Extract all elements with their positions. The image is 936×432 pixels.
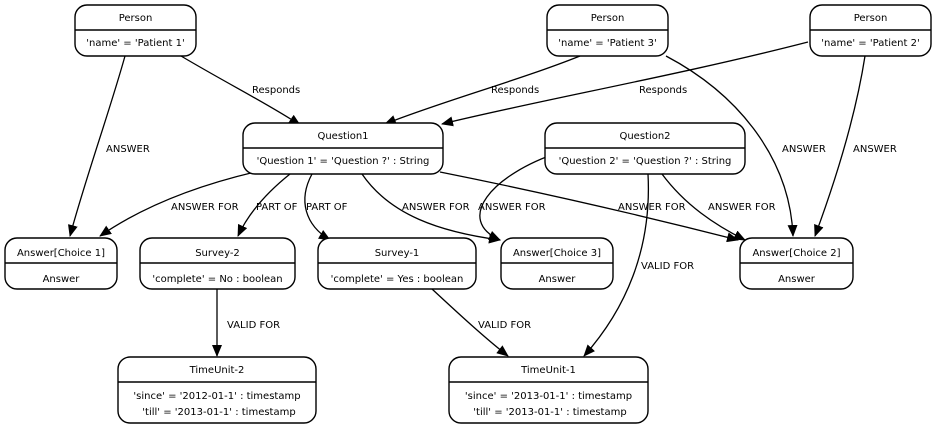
node-person-patient-1[interactable]: Person 'name' = 'Patient 1' — [74, 4, 197, 57]
edge-q1-a2: ANSWER FOR — [439, 171, 739, 243]
node-title: TimeUnit-1 — [520, 365, 576, 376]
node-property: 'complete' = Yes : boolean — [331, 274, 464, 285]
edge-s2-t2: VALID FOR — [212, 289, 280, 357]
edge-q1-s2: PART OF — [237, 173, 298, 237]
edge-q2-a2-left: ANSWER FOR — [661, 173, 776, 241]
node-title: Person — [591, 13, 625, 24]
edge-s1-t1: VALID FOR — [431, 288, 531, 357]
edge-label: ANSWER FOR — [478, 202, 546, 213]
edge-label: ANSWER — [782, 144, 826, 155]
node-survey-2[interactable]: Survey-2 'complete' = No : boolean — [139, 237, 296, 290]
node-title: Question1 — [317, 131, 368, 142]
edge-p2-a2: ANSWER — [814, 55, 897, 237]
node-survey-1[interactable]: Survey-1 'complete' = Yes : boolean — [317, 237, 477, 290]
node-title: Person — [854, 13, 888, 24]
node-property: 'since' = '2012-01-1' : timestamp — [133, 391, 300, 402]
node-question2[interactable]: Question2 'Question 2' = 'Question ?' : … — [544, 122, 746, 175]
edge-q2-a3: ANSWER FOR — [478, 151, 561, 241]
node-title: Question2 — [619, 131, 670, 142]
edge-label: VALID FOR — [478, 320, 531, 331]
node-title: Answer[Choice 1] — [17, 248, 105, 259]
node-title: Answer[Choice 2] — [752, 248, 840, 259]
edge-p1-a1: ANSWER — [68, 55, 150, 237]
node-property: Answer — [778, 274, 816, 285]
edge-label: ANSWER FOR — [618, 202, 686, 213]
edge-q2-t1: VALID FOR — [583, 173, 694, 357]
edge-label: PART OF — [256, 202, 298, 213]
edge-p3-a2: ANSWER — [665, 55, 826, 237]
node-property: 'name' = 'Patient 1' — [86, 38, 184, 49]
edge-q1-a3: ANSWER FOR — [361, 173, 501, 244]
node-answer-choice-2[interactable]: Answer[Choice 2] Answer — [739, 237, 854, 290]
edge-label: PART OF — [306, 202, 348, 213]
node-timeunit-2[interactable]: TimeUnit-2 'since' = '2012-01-1' : times… — [117, 356, 317, 424]
node-title: TimeUnit-2 — [189, 365, 245, 376]
node-property: 'since' = '2013-01-1' : timestamp — [465, 391, 632, 402]
node-person-patient-2[interactable]: Person 'name' = 'Patient 2' — [809, 4, 932, 57]
node-answer-choice-3[interactable]: Answer[Choice 3] Answer — [500, 237, 614, 290]
node-title: Person — [119, 13, 153, 24]
edge-label: ANSWER FOR — [708, 202, 776, 213]
edge-label: ANSWER FOR — [402, 202, 470, 213]
edge-label: VALID FOR — [227, 320, 280, 331]
node-property: 'till' = '2013-01-1' : timestamp — [142, 407, 295, 418]
edge-label: VALID FOR — [641, 261, 694, 272]
edge-q1-s1: PART OF — [304, 173, 348, 241]
edge-p3-q1: Responds — [384, 55, 581, 125]
edge-p2-q1: Responds — [441, 41, 809, 127]
node-property: 'name' = 'Patient 2' — [821, 38, 919, 49]
edge-label: ANSWER FOR — [171, 202, 239, 213]
edge-label: Responds — [639, 85, 687, 96]
node-title: Survey-2 — [195, 248, 240, 259]
node-title: Answer[Choice 3] — [513, 248, 601, 259]
edge-q1-a1: ANSWER FOR — [99, 171, 256, 237]
node-person-patient-3[interactable]: Person 'name' = 'Patient 3' — [546, 4, 669, 57]
node-property: 'complete' = No : boolean — [152, 274, 282, 285]
edge-label: Responds — [491, 85, 539, 96]
node-timeunit-1[interactable]: TimeUnit-1 'since' = '2013-01-1' : times… — [448, 356, 649, 424]
node-title: Survey-1 — [375, 248, 420, 259]
node-property: 'name' = 'Patient 3' — [558, 38, 656, 49]
node-property: 'Question 1' = 'Question ?' : String — [257, 156, 430, 167]
node-property: 'Question 2' = 'Question ?' : String — [559, 156, 732, 167]
edge-label: Responds — [252, 85, 300, 96]
edge-label: ANSWER — [853, 144, 897, 155]
edge-p1-q1: Responds — [180, 55, 301, 126]
node-property: Answer — [539, 274, 577, 285]
node-property: Answer — [43, 274, 81, 285]
edge-label: ANSWER — [106, 144, 150, 155]
node-property: 'till' = '2013-01-1' : timestamp — [473, 407, 626, 418]
node-answer-choice-1[interactable]: Answer[Choice 1] Answer — [4, 237, 118, 290]
node-question1[interactable]: Question1 'Question 1' = 'Question ?' : … — [242, 122, 444, 175]
